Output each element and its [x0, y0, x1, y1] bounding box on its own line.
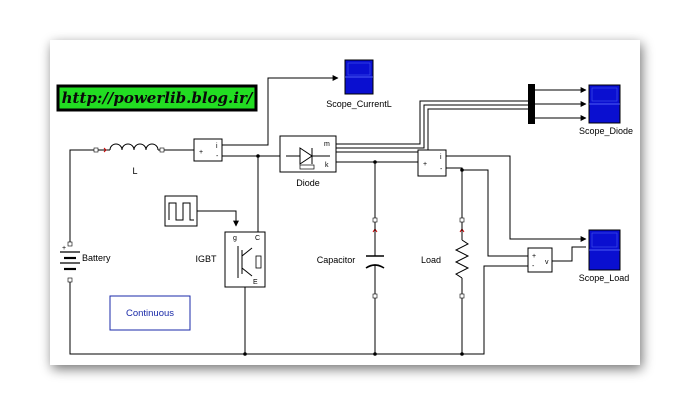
igbt[interactable]: g C E IGBT [195, 231, 266, 288]
powergui-label: Continuous [126, 308, 174, 319]
igbt-label: IGBT [195, 254, 217, 264]
current-meter-2[interactable]: + i - [417, 149, 447, 177]
diode[interactable]: m k Diode [279, 135, 337, 188]
current-meter-1[interactable]: + i - [193, 138, 223, 162]
vm-minus: - [532, 263, 535, 270]
battery-label: Battery [82, 253, 111, 263]
scope-load-label: Scope_Load [579, 273, 630, 283]
pulse-generator[interactable] [164, 195, 198, 227]
powergui-block[interactable]: Continuous [109, 295, 191, 331]
battery[interactable]: + Battery [60, 241, 111, 283]
cm1-i: i [216, 143, 218, 150]
vm-v: v [545, 259, 549, 266]
capacitor[interactable]: Capacitor [317, 217, 385, 299]
igbt-port-c: C [255, 235, 260, 242]
capacitor-label: Capacitor [317, 255, 356, 265]
scope-diode-label: Scope_Diode [579, 126, 633, 136]
igbt-port-e: E [253, 279, 258, 286]
igbt-port-g: g [233, 235, 237, 242]
cm1-minus: - [216, 153, 219, 160]
cm1-plus: + [199, 149, 203, 156]
scope-currentl-label: Scope_CurrentL [326, 99, 392, 109]
voltage-meter[interactable]: + - v [527, 247, 553, 273]
cm2-minus: - [440, 166, 443, 173]
diode-port-k: k [325, 162, 329, 169]
scope-diode[interactable]: Scope_Diode [579, 84, 633, 136]
vm-plus: + [532, 253, 536, 260]
diode-label: Diode [296, 178, 320, 188]
demux-block[interactable] [528, 84, 535, 124]
cm2-plus: + [423, 161, 427, 168]
inductor-label: L [132, 166, 137, 176]
url-banner-text: http://powerlib.blog.ir/ [62, 89, 254, 107]
load-resistor[interactable]: Load [421, 217, 470, 299]
scope-load[interactable]: Scope_Load [579, 229, 630, 283]
load-label: Load [421, 255, 441, 265]
scope-currentl[interactable]: Scope_CurrentL [326, 59, 392, 109]
wires [69, 75, 587, 356]
cm2-i: i [440, 154, 442, 161]
diode-port-m: m [324, 141, 330, 148]
battery-plus: + [62, 245, 66, 252]
inductor-l[interactable]: L [93, 143, 166, 176]
url-banner[interactable]: http://powerlib.blog.ir/ [56, 84, 258, 112]
